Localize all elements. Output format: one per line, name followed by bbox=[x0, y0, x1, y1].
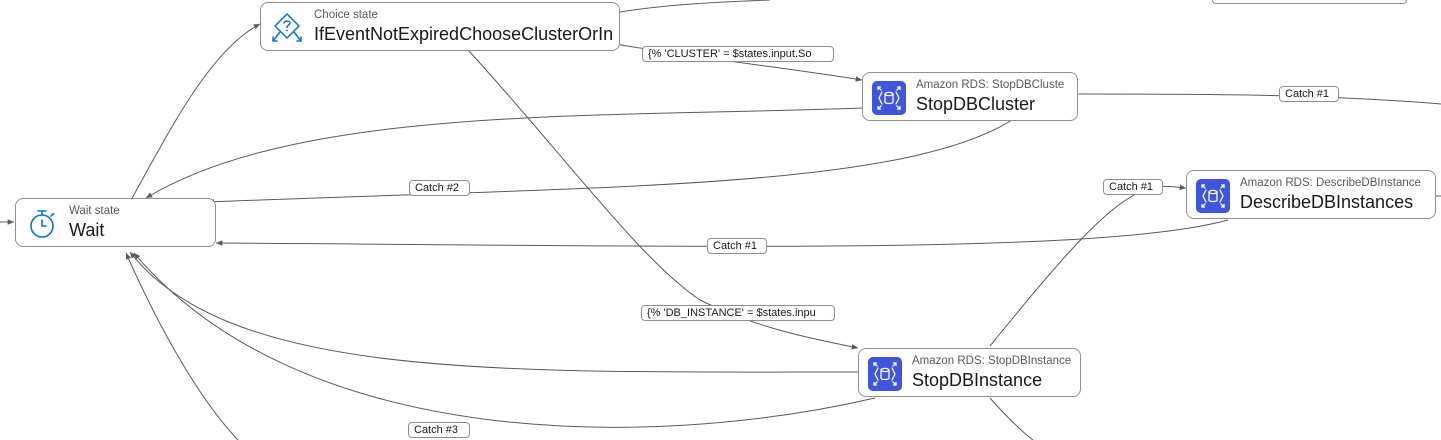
rds-database-icon bbox=[872, 81, 906, 115]
edge-label-catch-2-cluster-to-wait[interactable]: Catch #2 bbox=[409, 180, 470, 196]
edge-stopinstance-lower-offscreen bbox=[989, 397, 1034, 440]
edge-stopinstance-to-wait-upper bbox=[129, 251, 859, 373]
describe-db-instances-name: DescribeDBInstances bbox=[1240, 192, 1414, 212]
stopwatch-icon bbox=[30, 210, 55, 238]
edge-stopinstance-catch3-to-wait bbox=[133, 252, 876, 428]
describe-db-instances-node[interactable]: Amazon RDS: DescribeDBInstance DescribeD… bbox=[1186, 170, 1436, 219]
edge-choice-to-stopdbinstance bbox=[467, 49, 859, 350]
choice-state-kind: Choice state bbox=[314, 9, 378, 21]
edge-stopinstance-catch1-to-describe bbox=[989, 184, 1187, 347]
edge-label-instance-condition[interactable]: {% 'DB_INSTANCE' = $states.inpu bbox=[641, 305, 835, 321]
edge-label-catch-3-instance-to-wait[interactable]: Catch #3 bbox=[408, 422, 470, 438]
edge-stopdbcluster-catch1-right bbox=[1077, 93, 1441, 105]
choice-state-node[interactable]: Choice state IfEventNotExpiredChooseClus… bbox=[260, 2, 620, 51]
stop-db-cluster-node[interactable]: Amazon RDS: StopDBCluste StopDBCluster bbox=[862, 72, 1078, 121]
stop-db-instance-kind: Amazon RDS: StopDBInstance bbox=[912, 355, 1072, 367]
describe-db-instances-kind: Amazon RDS: DescribeDBInstance bbox=[1240, 177, 1421, 189]
stop-db-instance-node[interactable]: Amazon RDS: StopDBInstance StopDBInstanc… bbox=[858, 348, 1081, 397]
edge-label-catch-1-describe-to-wait[interactable]: Catch #1 bbox=[707, 238, 767, 254]
stop-db-cluster-name: StopDBCluster bbox=[916, 94, 1036, 114]
edge-stopdbcluster-to-wait-upper bbox=[145, 107, 863, 199]
edge-wait-to-choice bbox=[130, 23, 261, 201]
edge-stopdbcluster-catch2-to-wait bbox=[207, 119, 1013, 205]
stop-db-cluster-kind: Amazon RDS: StopDBCluste bbox=[916, 79, 1065, 91]
edge-describe-catch1-to-wait bbox=[215, 219, 1229, 247]
choice-state-icon bbox=[272, 13, 302, 42]
rds-database-icon bbox=[868, 357, 902, 391]
wait-state-kind: Wait state bbox=[69, 205, 120, 217]
choice-state-name: IfEventNotExpiredChooseClusterOrIn bbox=[314, 24, 614, 44]
wait-state-name: Wait bbox=[69, 220, 105, 240]
edge-label-cluster-condition[interactable]: {% 'CLUSTER' = $states.input.So bbox=[642, 46, 834, 62]
edge-wait-lower-offscreen bbox=[125, 252, 239, 440]
edge-label-catch-1-instance-to-describe[interactable]: Catch #1 bbox=[1103, 179, 1163, 195]
rds-database-icon bbox=[1196, 179, 1230, 213]
clipped-edge-label bbox=[1212, 0, 1407, 4]
edge-label-catch-1-cluster-right[interactable]: Catch #1 bbox=[1279, 86, 1339, 102]
stop-db-instance-name: StopDBInstance bbox=[912, 370, 1043, 390]
wait-state-node[interactable]: Wait state Wait bbox=[15, 198, 216, 247]
edge-choice-to-offscreen-top bbox=[619, 0, 771, 13]
